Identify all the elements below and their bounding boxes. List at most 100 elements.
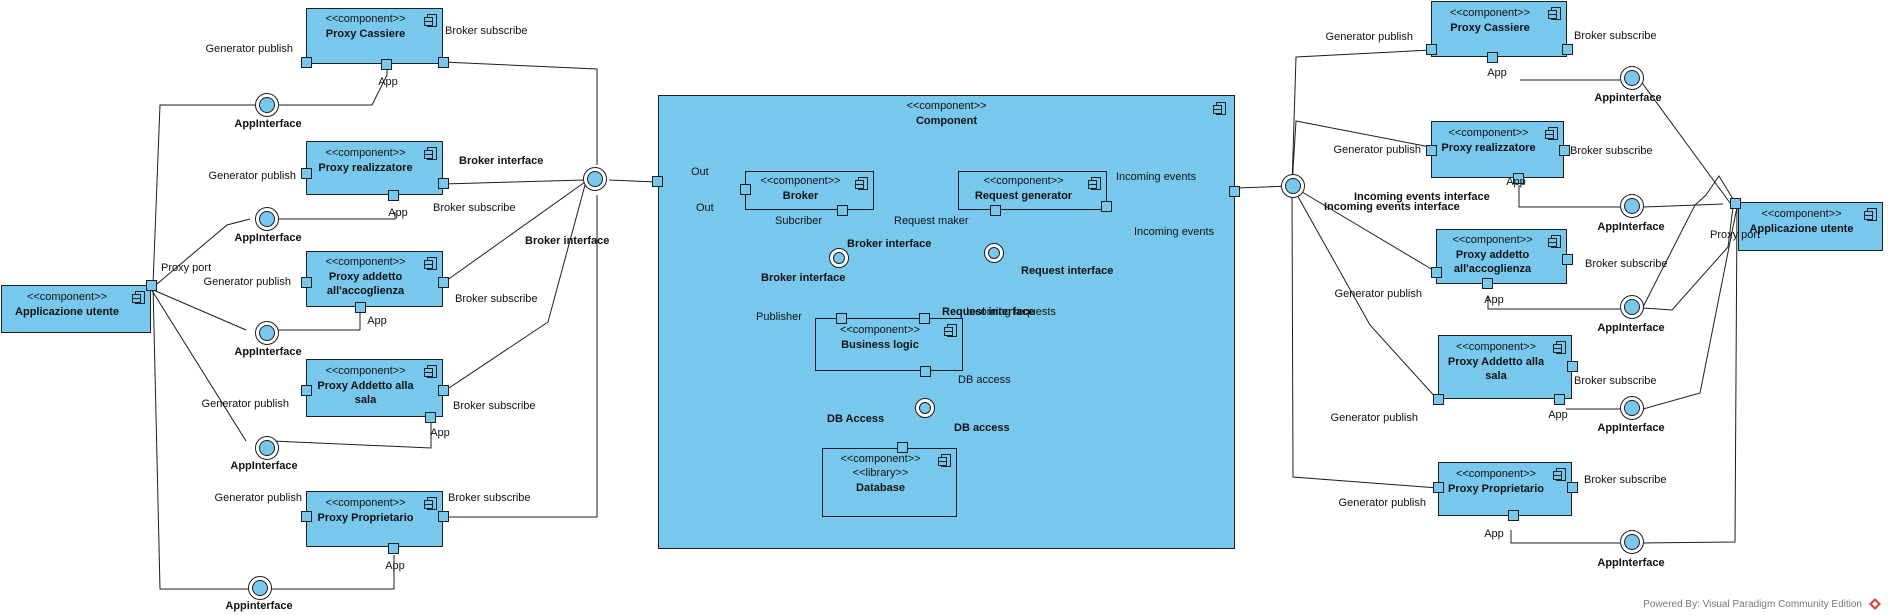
port[interactable]	[1513, 173, 1524, 184]
right-proxy-proprietario[interactable]: <<component>> Proxy Proprietario	[1438, 462, 1572, 516]
stereotype: <<component>>	[1455, 341, 1537, 353]
component-name: Proxy addetto	[328, 271, 403, 283]
port[interactable]	[1482, 278, 1493, 289]
component-name-line2: sala	[1485, 370, 1507, 382]
port[interactable]	[381, 59, 392, 70]
broker-interface-lollipop[interactable]	[829, 248, 849, 268]
port[interactable]	[1487, 52, 1498, 63]
left-applicazione-utente[interactable]: <<component>> Applicazione utente	[1, 285, 151, 333]
port[interactable]	[438, 57, 449, 68]
port[interactable]	[837, 205, 848, 216]
label-subscriber: Subcriber	[775, 215, 823, 227]
label-appinterface-lower: Appinterface	[1594, 92, 1662, 104]
port[interactable]	[919, 313, 930, 324]
port[interactable]	[301, 168, 312, 179]
label-generator-publish: Generator publish	[1330, 412, 1418, 424]
broker-component[interactable]: <<component>> Broker	[745, 171, 874, 210]
port[interactable]	[301, 57, 312, 68]
port[interactable]	[388, 190, 399, 201]
database-component[interactable]: <<component>> <<library>> Database	[822, 448, 957, 517]
db-access-lollipop[interactable]	[915, 398, 935, 418]
appinterface-lollipop[interactable]	[255, 321, 279, 345]
port[interactable]	[388, 543, 399, 554]
appinterface-lollipop[interactable]	[255, 436, 279, 460]
visual-paradigm-logo-icon	[1869, 598, 1881, 610]
port[interactable]	[1433, 482, 1444, 493]
port[interactable]	[438, 511, 449, 522]
port[interactable]	[740, 184, 751, 195]
port[interactable]	[355, 302, 366, 313]
appinterface-lollipop[interactable]	[1620, 530, 1644, 554]
left-proxy-addetto-accoglienza[interactable]: <<component>> Proxy addetto all'accoglie…	[306, 251, 443, 307]
label-incoming-events-interface: Incoming events interface	[1324, 201, 1460, 213]
port[interactable]	[301, 277, 312, 288]
left-proxy-cassiere[interactable]: <<component>> Proxy Cassiere	[306, 8, 443, 64]
left-proxy-proprietario[interactable]: <<component>> Proxy Proprietario	[306, 491, 443, 547]
request-interface-lollipop[interactable]	[984, 243, 1004, 263]
business-logic-component[interactable]: <<component>> Business logic	[815, 318, 963, 371]
out-port[interactable]	[652, 176, 663, 187]
port[interactable]	[990, 205, 1001, 216]
port[interactable]	[1567, 482, 1578, 493]
port[interactable]	[438, 277, 449, 288]
component-icon	[424, 14, 437, 27]
port[interactable]	[301, 511, 312, 522]
right-proxy-addetto-sala[interactable]: <<component>> Proxy Addetto alla sala	[1438, 335, 1572, 399]
port[interactable]	[1431, 267, 1442, 278]
port[interactable]	[425, 412, 436, 423]
left-proxy-addetto-sala[interactable]: <<component>> Proxy Addetto alla sala	[306, 359, 443, 417]
label-generator-publish: Generator publish	[205, 43, 293, 55]
port[interactable]	[301, 385, 312, 396]
port[interactable]	[1433, 394, 1444, 405]
port[interactable]	[1567, 361, 1578, 372]
stereotype: <<component>>	[839, 324, 921, 336]
component-icon	[1548, 7, 1561, 20]
broker-interface-lollipop[interactable]	[583, 167, 607, 191]
port[interactable]	[836, 313, 847, 324]
component-name: Proxy Cassiere	[1450, 22, 1530, 34]
port[interactable]	[1426, 145, 1437, 156]
appinterface-lollipop[interactable]	[1620, 66, 1644, 90]
request-generator-component[interactable]: <<component>> Request generator	[958, 171, 1107, 210]
label-broker-subscribe: Broker subscribe	[1585, 258, 1668, 270]
stereotype: <<component>>	[325, 256, 406, 268]
right-proxy-realizzatore[interactable]: <<component>> Proxy realizzatore	[1431, 121, 1564, 178]
port[interactable]	[1426, 44, 1437, 55]
port[interactable]	[1101, 201, 1112, 212]
port[interactable]	[438, 178, 449, 189]
port[interactable]	[1562, 44, 1573, 55]
component-name: Proxy realizzatore	[1441, 142, 1536, 154]
left-proxy-realizzatore[interactable]: <<component>> Proxy realizzatore	[306, 141, 443, 195]
appinterface-lollipop[interactable]	[255, 207, 279, 231]
label-app: App	[385, 560, 405, 572]
right-proxy-addetto-accoglienza[interactable]: <<component>> Proxy addetto all'accoglie…	[1436, 229, 1567, 284]
stereotype: <<component>>	[840, 453, 921, 465]
component-icon	[1864, 208, 1877, 221]
left-proxy-port[interactable]	[146, 280, 157, 291]
right-applicazione-utente[interactable]: <<component>> Applicazione utente	[1738, 202, 1883, 251]
appinterface-lollipop[interactable]	[1620, 295, 1644, 319]
incoming-events-port[interactable]	[1229, 186, 1240, 197]
label-broker-subscribe: Broker subscribe	[1574, 30, 1657, 42]
label-generator-publish: Generator publish	[1334, 288, 1422, 300]
appinterface-lollipop[interactable]	[1620, 396, 1644, 420]
component-icon	[424, 257, 437, 270]
appinterface-lollipop[interactable]	[1620, 194, 1644, 218]
port[interactable]	[438, 385, 449, 396]
right-proxy-port[interactable]	[1730, 198, 1741, 209]
component-name: Proxy Addetto alla	[317, 380, 414, 392]
port[interactable]	[1554, 394, 1565, 405]
component-name: Proxy realizzatore	[318, 162, 413, 174]
port[interactable]	[920, 366, 931, 377]
port[interactable]	[1562, 254, 1573, 265]
appinterface-lollipop[interactable]	[248, 576, 272, 600]
port[interactable]	[1508, 510, 1519, 521]
stereotype: <<component>>	[26, 291, 108, 303]
right-proxy-cassiere[interactable]: <<component>> Proxy Cassiere	[1431, 1, 1567, 57]
port[interactable]	[897, 442, 908, 453]
stereotype-library: <<library>>	[852, 467, 909, 479]
appinterface-lollipop[interactable]	[255, 93, 279, 117]
port[interactable]	[1559, 145, 1570, 156]
label-broker-subscribe: Broker subscribe	[433, 202, 516, 214]
incoming-events-interface-lollipop[interactable]	[1281, 174, 1305, 198]
